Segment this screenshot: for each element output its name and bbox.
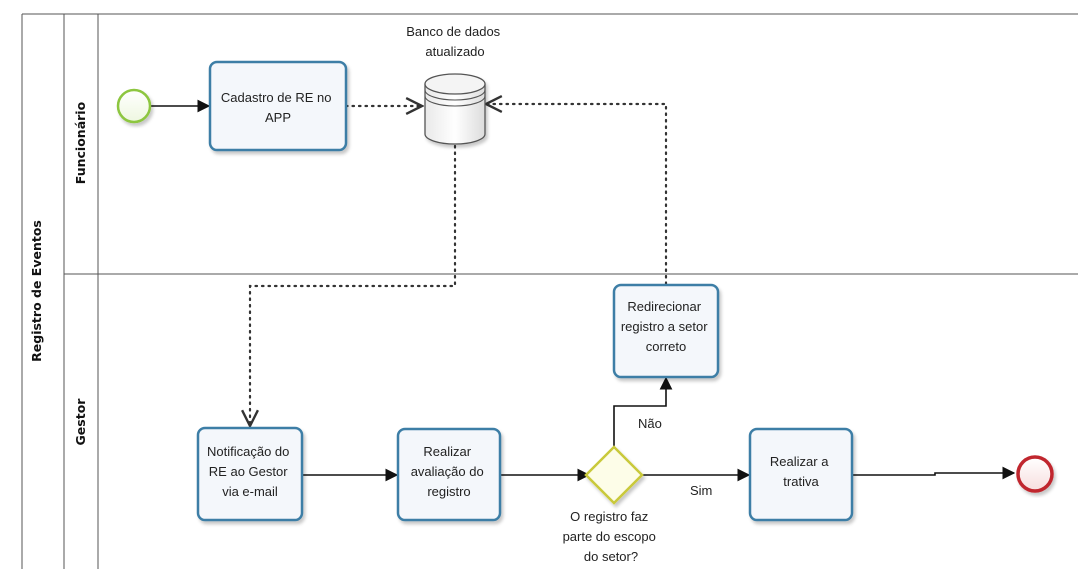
task-label-line: RE ao Gestor bbox=[209, 464, 288, 479]
association-redirecionar-to-db bbox=[486, 104, 668, 286]
gateway-label-line: parte do escopo bbox=[563, 529, 656, 544]
data-store-label-line: Banco de dados bbox=[406, 24, 500, 39]
task-label-line: Realizar bbox=[423, 444, 471, 459]
task-label-line: correto bbox=[646, 339, 686, 354]
task-avaliacao[interactable]: Realizar avaliação do registro bbox=[396, 427, 502, 522]
flow-gateway-to-redirecionar bbox=[613, 376, 673, 446]
task-label-line: Cadastro de RE no bbox=[221, 90, 332, 105]
gateway-label: O registro faz parte do escopo do setor? bbox=[563, 509, 660, 564]
gateway-label-line: do setor? bbox=[584, 549, 638, 564]
data-store[interactable] bbox=[424, 73, 486, 145]
task-redirecionar[interactable]: Redirecionar registro a setor correto bbox=[612, 283, 720, 379]
task-notificacao-label: Notificação do RE ao Gestor via e-mail bbox=[207, 444, 293, 499]
pool-label: Registro de Eventos bbox=[29, 220, 44, 362]
task-cadastro[interactable]: Cadastro de RE no APP bbox=[208, 60, 348, 152]
flow-trativa-to-end bbox=[852, 466, 1016, 480]
data-store-label: Banco de dados atualizado bbox=[406, 24, 504, 59]
task-cadastro-label: Cadastro de RE no APP bbox=[221, 90, 335, 125]
task-label-line: avaliação do bbox=[411, 464, 484, 479]
task-trativa[interactable]: Realizar a trativa bbox=[748, 427, 854, 522]
pool: Registro de Eventos Funcionário Gestor bbox=[21, 13, 1078, 569]
task-redirecionar-label: Redirecionar registro a setor correto bbox=[621, 299, 711, 354]
task-label-line: via e-mail bbox=[222, 484, 278, 499]
flow-label-nao: Não bbox=[638, 416, 662, 431]
task-label-line: registro a setor bbox=[621, 319, 708, 334]
gateway-label-line: O registro faz bbox=[570, 509, 648, 524]
task-avaliacao-label: Realizar avaliação do registro bbox=[411, 444, 488, 499]
start-event[interactable] bbox=[116, 88, 152, 124]
task-label-line: trativa bbox=[783, 474, 819, 489]
exclusive-gateway[interactable] bbox=[584, 445, 644, 505]
task-label-line: Redirecionar bbox=[627, 299, 701, 314]
flows bbox=[151, 104, 1016, 482]
task-label-line: APP bbox=[265, 110, 291, 125]
end-event[interactable] bbox=[1016, 455, 1054, 493]
task-label-line: Realizar a bbox=[770, 454, 829, 469]
association-db-to-notificacao bbox=[250, 144, 457, 426]
lane-label-funcionario: Funcionário bbox=[73, 101, 88, 184]
task-trativa-label: Realizar a trativa bbox=[770, 454, 832, 489]
data-store-label-line: atualizado bbox=[425, 44, 484, 59]
task-label-line: registro bbox=[427, 484, 470, 499]
task-notificacao[interactable]: Notificação do RE ao Gestor via e-mail bbox=[196, 426, 304, 522]
task-label-line: Notificação do bbox=[207, 444, 289, 459]
lane-label-gestor: Gestor bbox=[73, 398, 88, 446]
flow-label-sim: Sim bbox=[690, 483, 712, 498]
